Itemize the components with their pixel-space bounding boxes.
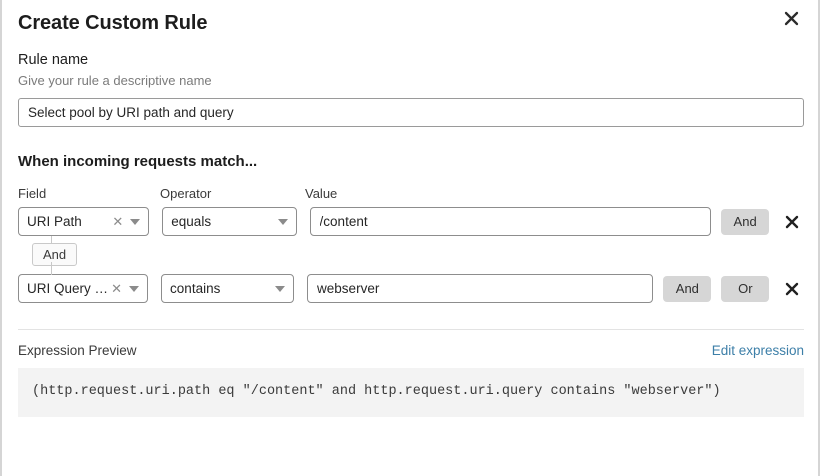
expression-preview-title: Expression Preview <box>18 343 137 358</box>
value-input-1[interactable] <box>309 207 712 236</box>
chevron-down-icon[interactable] <box>275 285 286 292</box>
field-select-1[interactable]: URI Path ✕ <box>18 207 150 236</box>
condition-rows: URI Path ✕ equals And And <box>18 207 802 303</box>
close-icon <box>785 215 799 228</box>
preview-divider <box>18 329 804 330</box>
and-button-row-2[interactable]: And <box>663 275 712 302</box>
expression-preview-text: (http.request.uri.path eq "/content" and… <box>18 368 804 417</box>
chevron-down-icon[interactable] <box>277 218 288 225</box>
operator-select-2-value: contains <box>170 281 221 296</box>
column-header-field: Field <box>18 186 47 201</box>
connector-and-badge[interactable]: And <box>32 243 78 266</box>
column-header-operator: Operator <box>160 186 212 201</box>
expression-preview-header: Expression Preview Edit expression <box>18 343 804 358</box>
condition-column-headers: Field Operator Value <box>18 186 802 201</box>
remove-condition-button-2[interactable] <box>782 279 802 299</box>
close-icon <box>785 282 799 295</box>
connector-line-bottom <box>51 262 52 275</box>
chevron-down-icon[interactable] <box>130 218 141 225</box>
rule-name-hint: Give your rule a descriptive name <box>18 73 212 88</box>
field-select-2-value: URI Query St... <box>27 281 109 296</box>
dialog-header: Create Custom Rule <box>18 0 802 46</box>
connector-line-top <box>51 236 52 244</box>
field-select-2[interactable]: URI Query St... ✕ <box>18 274 149 303</box>
match-section-heading: When incoming requests match... <box>18 153 258 170</box>
edit-expression-link[interactable]: Edit expression <box>711 343 804 358</box>
rule-name-label: Rule name <box>18 52 89 68</box>
or-button-row-2[interactable]: Or <box>721 275 770 302</box>
rule-name-input[interactable] <box>18 98 804 127</box>
operator-select-2[interactable]: contains <box>161 274 295 303</box>
rule-name-section: Rule name Give your rule a descriptive n… <box>18 51 804 127</box>
operator-select-1-value: equals <box>171 214 212 229</box>
logic-connector: And <box>18 236 802 275</box>
page-title: Create Custom Rule <box>18 11 208 34</box>
and-button-row-1[interactable]: And <box>721 208 770 235</box>
field-select-1-value: URI Path <box>27 214 82 229</box>
dialog-close-button[interactable] <box>780 7 802 29</box>
condition-row: URI Path ✕ equals And <box>18 207 802 236</box>
operator-select-1[interactable]: equals <box>162 207 297 236</box>
close-icon <box>784 11 798 25</box>
condition-row: URI Query St... ✕ contains And Or <box>18 274 802 303</box>
clear-icon[interactable]: ✕ <box>111 281 123 296</box>
column-header-value: Value <box>305 186 338 201</box>
chevron-down-icon[interactable] <box>129 285 140 292</box>
remove-condition-button-1[interactable] <box>782 212 802 232</box>
clear-icon[interactable]: ✕ <box>112 214 124 229</box>
value-input-2[interactable] <box>307 274 654 303</box>
